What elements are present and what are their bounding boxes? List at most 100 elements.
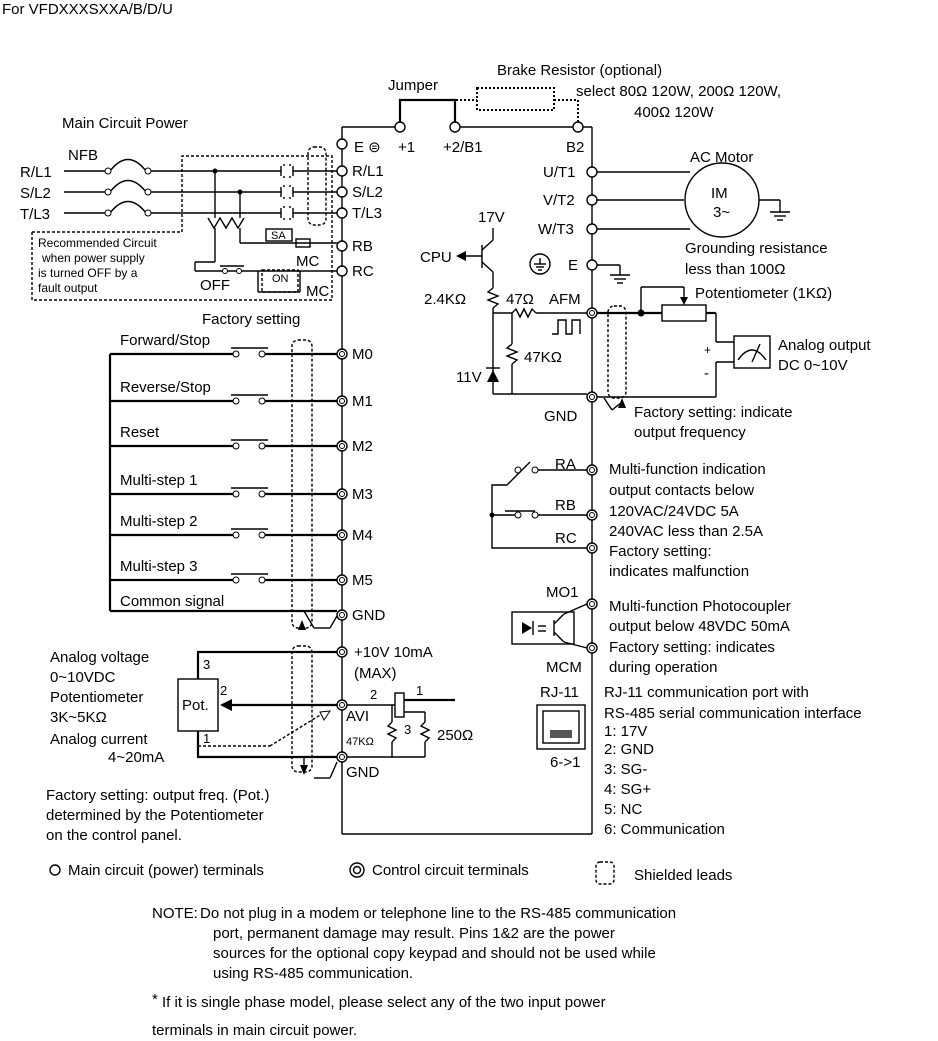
digital-shield [291, 339, 313, 629]
digital-input-label: Reverse/Stop [120, 379, 211, 396]
motor-phase: 3~ [713, 204, 730, 221]
digital-input-terminal: M5 [352, 572, 373, 589]
mc-label-2: MC [306, 283, 329, 300]
drive-r-label: R/L1 [352, 163, 384, 180]
cpu-gnd-label: GND [544, 408, 578, 425]
analog-voltage-2: 0~10VDC [50, 669, 116, 686]
ground-symbol-icon [529, 253, 551, 275]
afm-shield [607, 305, 627, 399]
terminal-e-label: E ⊜ [354, 139, 381, 156]
relay-rb: RB [555, 497, 576, 514]
drive-s-label: S/L2 [352, 184, 383, 201]
rj11-title: RJ-11 [540, 684, 579, 701]
control-terminal [336, 529, 348, 541]
r47-label: 47Ω [506, 291, 534, 308]
terminal-plus1-label: +1 [398, 139, 415, 156]
common-gnd-label: GND [352, 607, 386, 624]
avi-label: AVI [346, 708, 369, 725]
model-header: For VFDXXXSXXA/B/D/U [2, 1, 173, 18]
rj11-pin4: 4: SG+ [604, 781, 651, 798]
shielded-icon [595, 861, 615, 885]
legend-main: Main circuit (power) terminals [68, 862, 264, 879]
recommended-line2: when power supply [41, 251, 145, 265]
note-line4: using RS-485 communication. [213, 965, 413, 982]
control-terminal [336, 348, 348, 360]
control-terminal [336, 574, 348, 586]
pc-line1: Multi-function Photocoupler [609, 598, 791, 615]
analog-factory-3: on the control panel. [46, 827, 182, 844]
digital-input-terminal: M0 [352, 346, 373, 363]
meter-plus: + [704, 343, 711, 357]
motor-im: IM [711, 185, 728, 202]
rj11-pin1: 1: 17V [604, 723, 647, 740]
afm-factory-line2: output frequency [634, 424, 746, 441]
note-single2: terminals in main circuit power. [152, 1022, 357, 1039]
note-star: * [152, 991, 158, 1008]
digital-input-terminal: M1 [352, 393, 373, 410]
drive-rc-label: RC [352, 263, 374, 280]
digital-input-row: Multi-step 2M4 [110, 513, 373, 544]
potentiometer-label: Potentiometer (1KΩ) [695, 285, 832, 302]
rj11-pin5: 5: NC [604, 801, 643, 818]
notes: NOTE: Do not plug in a modem or telephon… [152, 905, 676, 1039]
drive-t-label: T/L3 [352, 205, 382, 222]
input-s-label: S/L2 [20, 185, 51, 202]
rj11-desc1: RJ-11 communication port with [604, 684, 809, 701]
meter-minus: - [704, 365, 709, 382]
brake-select-line1: select 80Ω 120W, 200Ω 120W, [576, 83, 781, 100]
main-circuit-power: Main Circuit Power NFB R/L1 S/L2 T/L3 SA [20, 115, 342, 328]
analog-input-section: Analog voltage 0~10VDC Potentiometer 3K~… [46, 644, 473, 844]
mcm-label: MCM [546, 659, 582, 676]
r24k-label: 2.4KΩ [424, 291, 466, 308]
legend: Main circuit (power) terminals Control c… [49, 861, 732, 885]
digital-input-row: Multi-step 3M5 [110, 558, 373, 589]
terminal-plus1 [394, 121, 406, 133]
sw-pin2: 2 [370, 687, 377, 702]
pc-line3: Factory setting: indicates [609, 639, 775, 656]
control-terminal [336, 395, 348, 407]
note-line1: Do not plug in a modem or telephone line… [200, 905, 676, 922]
note-line3: sources for the optional copy keypad and… [213, 945, 656, 962]
pot-pin3: 3 [203, 657, 210, 672]
afm-factory-line1: Factory setting: indicate [634, 404, 792, 421]
analog-voltage-1: Analog voltage [50, 649, 149, 666]
control-terminal [336, 440, 348, 452]
digital-input-terminal: M3 [352, 486, 373, 503]
r250-label: 250Ω [437, 727, 473, 744]
terminal-e [336, 138, 348, 150]
analog-factory-1: Factory setting: output freq. (Pot.) [46, 787, 269, 804]
input-t-label: T/L3 [20, 206, 50, 223]
factory-setting-rb: Factory setting [202, 311, 300, 328]
analog-factory-2: determined by the Potentiometer [46, 807, 264, 824]
main-terminal-icon [49, 864, 61, 876]
cpu-afm-section: 17V CPU 2.4KΩ 47Ω AFM 47KΩ 11V GND [420, 209, 587, 425]
rj11-pin3: 3: SG- [604, 761, 647, 778]
analog-shield [291, 645, 313, 773]
relay-line2: output contacts below [609, 482, 754, 499]
digital-input-row: Multi-step 1M3 [110, 472, 373, 503]
pc-line2: output below 48VDC 50mA [609, 618, 790, 635]
analog-output-section: Potentiometer (1KΩ) + - Analog output DC… [586, 285, 871, 441]
digital-input-terminal: M2 [352, 438, 373, 455]
afm-label: AFM [549, 291, 581, 308]
out-u-label: U/T1 [543, 164, 576, 181]
recommended-line4: fault output [38, 281, 98, 295]
sa-label: SA [271, 230, 286, 242]
grounding-line2: less than 100Ω [685, 261, 785, 278]
common-signal-label: Common signal [120, 593, 224, 610]
rj11-dir: 6->1 [550, 754, 580, 771]
terminal-gnd-1 [336, 609, 348, 621]
nfb-label: NFB [68, 147, 98, 164]
analog-meter-icon [733, 335, 771, 369]
r47k-label: 47KΩ [524, 349, 562, 366]
v10-max-label: (MAX) [354, 665, 397, 682]
photocoupler-section: MO1 MCM Multi-function Photocoupler outp… [511, 584, 791, 676]
note-line2: port, permanent damage may result. Pins … [213, 925, 615, 942]
on-label: ON [272, 273, 289, 285]
mc-label-1: MC [296, 253, 319, 270]
analog-current-1: Analog current [50, 731, 148, 748]
relay-line5: Factory setting: [609, 543, 712, 560]
digital-input-terminal: M4 [352, 527, 373, 544]
